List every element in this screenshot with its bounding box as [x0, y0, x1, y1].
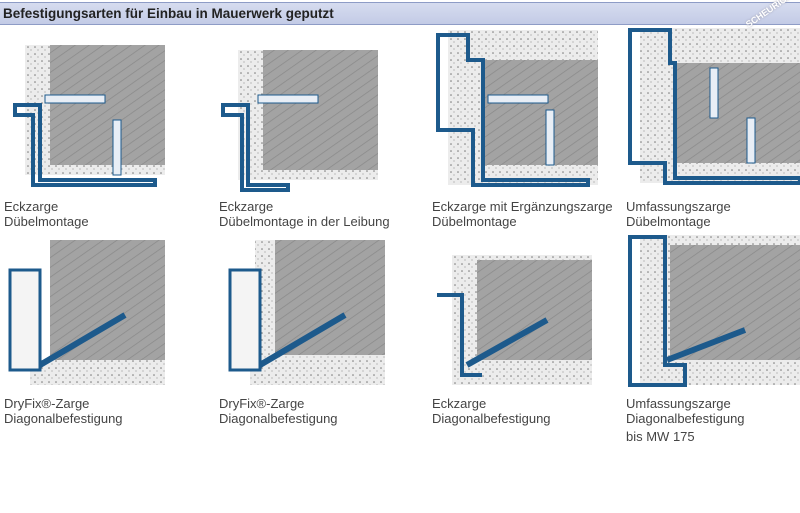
caption-line: Dübelmontage in der Leibung [219, 214, 390, 229]
caption-line: Diagonalbefestigung [626, 411, 745, 426]
diagram-dryfix-1 [8, 240, 165, 385]
caption-line: Diagonalbefestigung [4, 411, 123, 426]
diagram-dryfix-2 [228, 240, 385, 385]
caption-line: Eckzarge [4, 199, 59, 214]
diagram-eckzarge-ergaenzungszarge [436, 30, 598, 187]
caption-line: DryFix®-Zarge [4, 396, 90, 411]
caption-line: Dübelmontage [626, 214, 711, 229]
diagram-eckzarge-duebelmontage [13, 45, 165, 187]
caption-line: Dübelmontage [4, 214, 89, 229]
caption-line: Eckzarge [432, 396, 487, 411]
diagram-eckzarge-leibung [221, 50, 378, 192]
page-title: Befestigungsarten für Einbau in Mauerwer… [3, 6, 334, 21]
header-bar: Befestigungsarten für Einbau in Mauerwer… [0, 0, 800, 29]
caption-line: Diagonalbefestigung [219, 411, 338, 426]
caption-line: Dübelmontage [432, 214, 517, 229]
caption-line: bis MW 175 [626, 429, 695, 444]
caption-line: DryFix®-Zarge [219, 396, 305, 411]
caption-line: Eckzarge mit Ergänzungszarge [432, 199, 613, 214]
diagram-eckzarge-diagonal [437, 255, 592, 385]
caption-line: Eckzarge [219, 199, 274, 214]
caption-line: Umfassungszarge [626, 199, 731, 214]
watermark-logo: SCHEURICH [744, 0, 795, 30]
diagram-umfassungszarge-diagonal [628, 235, 800, 387]
caption-line: Diagonalbefestigung [432, 411, 551, 426]
diagram-umfassungszarge-duebelmontage [628, 28, 800, 185]
caption-line: Umfassungszarge [626, 396, 731, 411]
